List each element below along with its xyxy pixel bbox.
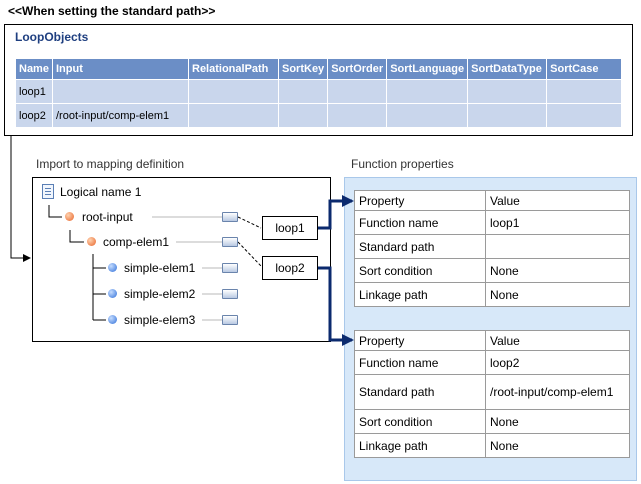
port-icon [222,289,238,299]
table-row: Linkage path None [354,433,630,458]
column-header: RelationalPath [188,58,279,80]
column-header: SortOrder [327,58,388,80]
property-name: Function name [354,210,486,235]
table-cell [188,103,279,128]
table-row: Function name loop2 [354,350,630,375]
property-value: loop2 [485,350,630,375]
loop1-box: loop1 [262,216,318,240]
loop2-properties-table: Property Value Function name loop2 Stand… [354,330,630,458]
table-row: loop1 [15,79,623,104]
property-value: None [485,258,630,283]
loop2-box: loop2 [262,256,318,280]
table-cell [277,79,329,104]
property-name: Linkage path [354,282,486,307]
port-icon [222,315,238,325]
table-cell [277,103,329,128]
table-cell [467,103,548,128]
value-header: Value [485,330,630,351]
table-row: Function name loop1 [354,210,630,235]
tree-node-simple-elem2: simple-elem2 [124,287,196,301]
property-name: Sort condition [354,258,486,283]
value-header: Value [485,190,630,211]
tree-node-comp-elem1: comp-elem1 [103,235,170,249]
property-header: Property [354,330,486,351]
property-name: Standard path [354,234,486,259]
table-row: Sort condition None [354,258,630,283]
table-cell [327,103,388,128]
loop-objects-title: LoopObjects [15,30,89,44]
tree-node-simple-elem1: simple-elem1 [124,261,196,275]
table-row: Standard path /root-input/comp-elem1 [354,374,630,410]
property-value: None [485,282,630,307]
element-node-icon [108,315,117,324]
column-header: SortKey [277,58,329,80]
property-header: Property [354,190,486,211]
column-header: SortDataType [467,58,548,80]
element-node-icon [87,237,96,246]
column-header: Input [52,58,189,80]
column-header: SortLanguage [386,58,469,80]
logical-name-label: Logical name 1 [60,185,142,199]
table-row: Standard path [354,234,630,259]
element-node-icon [65,212,74,221]
table-cell [546,103,623,128]
loop1-properties-table: Property Value Function name loop1 Stand… [354,190,630,307]
element-node-icon [108,263,117,272]
function-properties-label: Function properties [351,157,454,171]
table-cell [467,79,548,104]
loop-objects-table: Name Input RelationalPath SortKey SortOr… [15,58,623,128]
tree-node-simple-elem3: simple-elem3 [124,313,196,327]
property-value: loop1 [485,210,630,235]
table-row: Sort condition None [354,409,630,434]
table-cell: loop1 [15,79,53,104]
table-cell: loop2 [15,103,53,128]
column-header: SortCase [546,58,623,80]
table-header-row: Property Value [354,190,630,211]
property-name: Standard path [354,374,486,410]
property-value: /root-input/comp-elem1 [485,374,630,410]
loop-objects-header-row: Name Input RelationalPath SortKey SortOr… [15,58,623,80]
element-node-icon [108,289,117,298]
port-icon [222,212,238,222]
import-arrow [10,136,31,262]
property-name: Sort condition [354,409,486,434]
table-cell [52,79,189,104]
port-icon [222,263,238,273]
document-icon [42,184,54,199]
table-row: Linkage path None [354,282,630,307]
import-label: Import to mapping definition [36,157,185,171]
table-row: loop2 /root-input/comp-elem1 [15,103,623,128]
table-header-row: Property Value [354,330,630,351]
property-value: None [485,409,630,434]
loop-objects-panel: LoopObjects Name Input RelationalPath So… [4,24,633,136]
table-cell [327,79,388,104]
table-cell [188,79,279,104]
table-cell [546,79,623,104]
property-name: Linkage path [354,433,486,458]
property-value [485,234,630,259]
port-icon [222,237,238,247]
column-header: Name [15,58,53,80]
diagram-heading: <<When setting the standard path>> [8,4,216,18]
table-cell [386,79,469,104]
table-cell [386,103,469,128]
tree-node-root-input: root-input [82,210,133,224]
table-cell: /root-input/comp-elem1 [52,103,189,128]
property-name: Function name [354,350,486,375]
property-value: None [485,433,630,458]
